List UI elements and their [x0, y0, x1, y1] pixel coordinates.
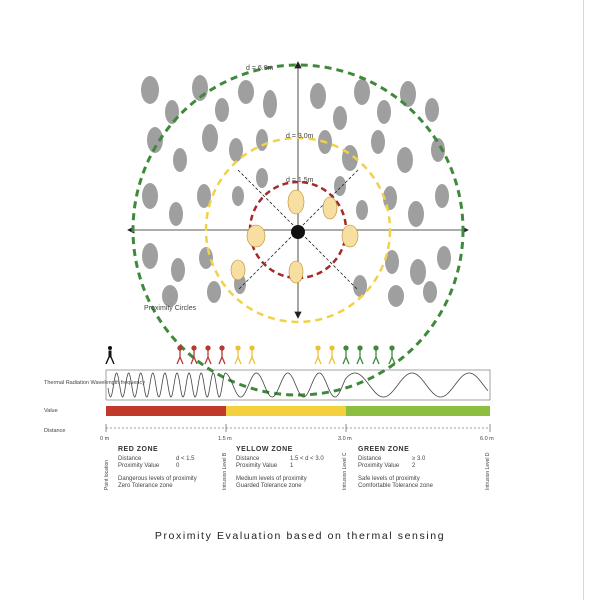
tick-label: 6.0 m — [480, 436, 494, 442]
walker-icon-green — [343, 346, 395, 364]
green-zone-distance-value: ≥ 3.0 — [412, 456, 425, 462]
distance-row-label: Distance — [44, 428, 65, 434]
vertical-label-point: Point location — [104, 460, 110, 490]
radius-label-middle: d = 3.0m — [286, 133, 314, 140]
red-zone-distance-label: Distance — [118, 456, 141, 462]
tick-label: 0 m — [100, 436, 110, 442]
yellow-zone-desc2: Guarded Tolerance zone — [236, 483, 302, 489]
yellow-zone-distance-value: 1.5 < d < 3.0 — [290, 456, 324, 462]
vertical-label-intrusion-c: Intrusion Level C — [342, 452, 348, 490]
figure-caption: Proximity Evaluation based on thermal se… — [0, 530, 600, 542]
red-zone-desc2: Zero Tolerance zone — [118, 483, 173, 489]
yellow-zone-title: YELLOW ZONE — [236, 446, 293, 453]
wave-row-label: Thermal Radiation Wavelength frequency — [44, 380, 145, 386]
vertical-label-intrusion-d: Intrusion Level D — [485, 452, 491, 490]
green-zone-desc2: Comfortable Tolerance zone — [358, 483, 433, 489]
tick-label: 1.5 m — [218, 436, 232, 442]
walker-icon-yellow — [235, 346, 335, 364]
red-zone-title: RED ZONE — [118, 446, 158, 453]
walker-icons — [106, 346, 395, 364]
green-zone-prox-label: Proximity Value — [358, 463, 399, 469]
green-zone-distance-label: Distance — [358, 456, 381, 462]
red-zone-desc1: Dangerous levels of proximity — [118, 476, 197, 482]
green-zone-desc1: Safe levels of proximity — [358, 476, 420, 482]
value-bar-red — [106, 406, 226, 416]
yellow-zone-desc1: Medium levels of proximity — [236, 476, 307, 482]
wave-row-label-text: Thermal Radiation Wavelength frequency — [44, 380, 145, 386]
yellow-zone-distance-label: Distance — [236, 456, 259, 462]
value-row-label: Value — [44, 408, 58, 414]
radius-label-inner: d = 1.5m — [286, 177, 314, 184]
value-bar-green — [346, 406, 490, 416]
green-zone-title: GREEN ZONE — [358, 446, 409, 453]
value-bar-yellow — [226, 406, 346, 416]
red-zone-prox-label: Proximity Value — [118, 463, 159, 469]
red-zone-prox-value: 0 — [176, 463, 179, 469]
radius-label-outer: d = 6.0m — [246, 65, 274, 72]
walker-icon — [106, 346, 114, 364]
center-person-icon — [291, 225, 305, 239]
proximity-circles-label: Proximity Circles — [144, 305, 197, 312]
thermal-waveform — [108, 373, 488, 397]
yellow-zone-prox-value: 1 — [290, 463, 293, 469]
tick-label: 3.0 m — [338, 436, 352, 442]
vertical-label-intrusion-b: Intrusion Level B — [222, 453, 228, 490]
red-zone-distance-value: d < 1.5 — [176, 456, 195, 462]
green-zone-prox-value: 2 — [412, 463, 415, 469]
yellow-zone-prox-label: Proximity Value — [236, 463, 277, 469]
